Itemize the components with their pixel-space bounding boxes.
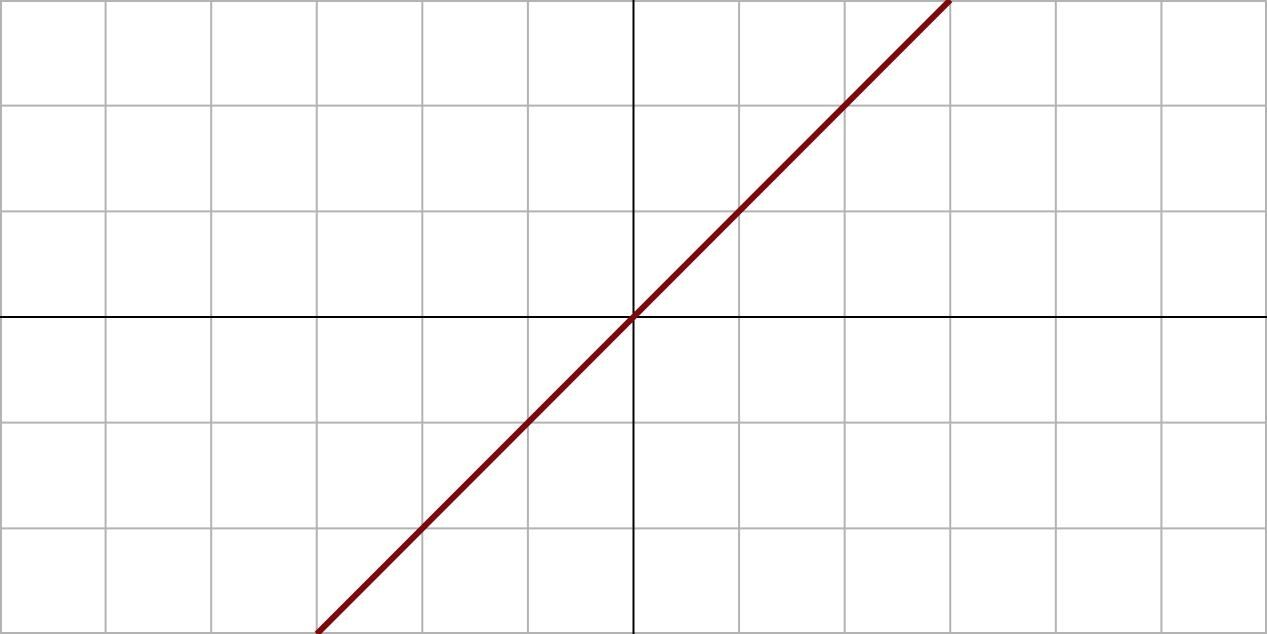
series-layer xyxy=(314,0,953,634)
series-line-1 xyxy=(314,0,953,634)
